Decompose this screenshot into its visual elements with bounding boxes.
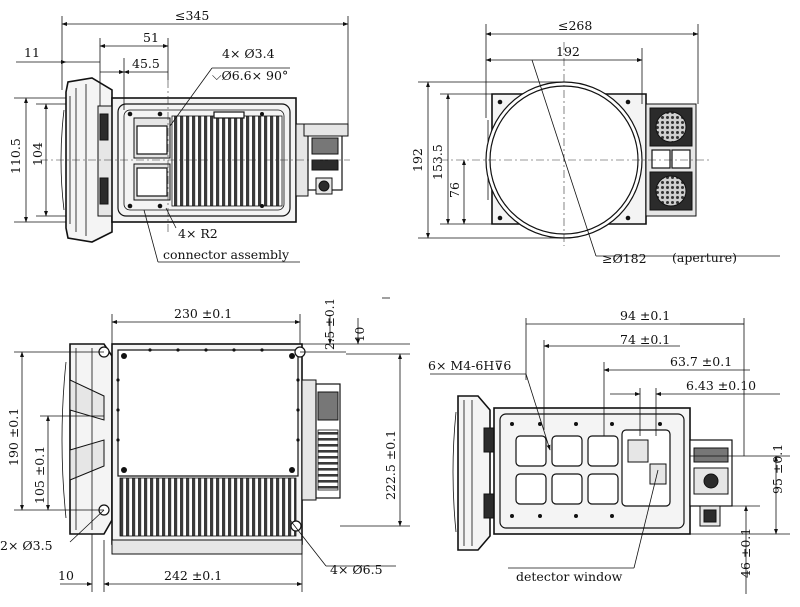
dim-74: 74 ±0.1 [620, 332, 670, 347]
dim-242: 242 ±0.1 [164, 568, 222, 583]
view-bottom-right: 6× M4-6H⊽6 94 ±0.1 74 ±0.1 63.7 ±0.1 6.4… [428, 308, 790, 594]
dim-45-5: 45.5 [132, 56, 160, 71]
dim-94: 94 ±0.1 [620, 308, 670, 323]
label-radius: 4× R2 [178, 226, 218, 241]
dim-104: 104 [30, 142, 45, 166]
label-holes-3-4: 4× Ø3.4 [222, 46, 275, 61]
dim-6-43: 6.43 ±0.10 [686, 378, 756, 393]
dim-153-5: 153.5 [430, 144, 445, 180]
dim-11: 11 [24, 45, 40, 60]
dim-63-7: 63.7 ±0.1 [670, 354, 732, 369]
detector-grid [515, 435, 619, 505]
dim-190: 190 ±0.1 [6, 408, 21, 466]
dim-overall-length: ≤345 [175, 8, 209, 23]
dim-192-vertical: 192 [410, 148, 425, 172]
dim-110-5: 110.5 [8, 138, 23, 174]
label-connector-assembly: connector assembly [163, 247, 290, 262]
dim-10-top: 10 [353, 327, 367, 342]
label-holes-6-5: 4× Ø6.5 [330, 562, 383, 577]
label-detector-window: detector window [516, 569, 623, 584]
label-countersink: ⌵Ø6.6× 90° [212, 68, 288, 83]
dim-51: 51 [143, 30, 159, 45]
view-bottom-left: 230 ±0.1 2.5 ±0.1 10 190 ±0.1 105 ±0.1 2… [0, 298, 410, 592]
dim-222-5: 222.5 ±0.1 [383, 430, 398, 500]
label-thread-m4: 6× M4-6H⊽6 [428, 358, 511, 373]
dim-2-5: 2.5 ±0.1 [323, 298, 337, 350]
view-top-right: ≤268 192 192 153.5 76 ≥Ø182 (aperture) [410, 18, 780, 266]
label-aperture-diameter: ≥Ø182 [602, 251, 647, 266]
dim-46: 46 ±0.1 [738, 528, 753, 578]
dim-230: 230 ±0.1 [174, 306, 232, 321]
label-aperture-word: (aperture) [672, 250, 737, 265]
view-top-left: ≤345 51 45.5 11 4× Ø3.4 ⌵Ø6.6× 90° 110.5… [8, 8, 350, 263]
label-holes-3-5: 2× Ø3.5 [0, 538, 53, 553]
dim-10-bottom: 10 [58, 568, 74, 583]
dim-192-horizontal: 192 [556, 44, 580, 59]
dim-95: 95 ±0.1 [770, 444, 785, 494]
dim-105: 105 ±0.1 [32, 446, 47, 504]
dim-76: 76 [447, 182, 462, 198]
dim-overall-width: ≤268 [558, 18, 592, 33]
